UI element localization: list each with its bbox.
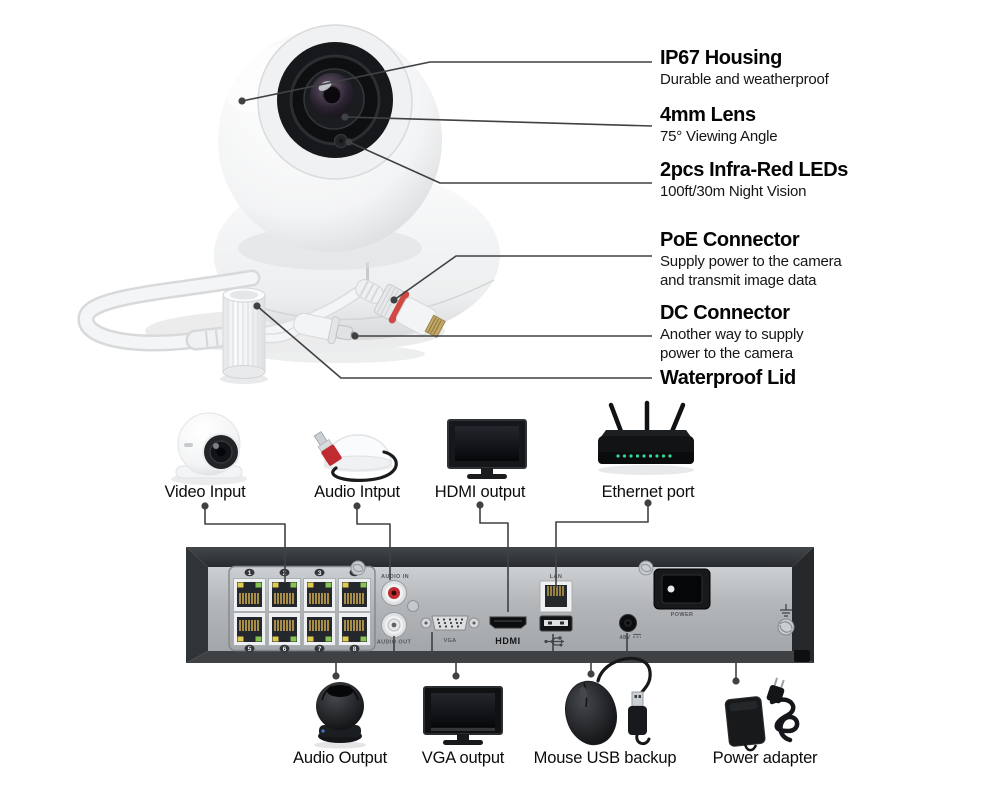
label-audio-input: Audio Intput	[314, 483, 400, 501]
svg-text:5: 5	[248, 646, 252, 653]
nvr-vga-port: VGA	[420, 615, 480, 644]
label-mouse-usb-backup: Mouse USB backup	[533, 749, 677, 767]
callout-title: 2pcs Infra-Red LEDs	[660, 159, 849, 181]
poe-connector	[355, 279, 446, 339]
label-hdmi-output: HDMI output	[434, 483, 526, 501]
callout-title: IP67 Housing	[660, 47, 782, 69]
callout-title: PoE Connector	[660, 229, 800, 251]
callout-ip67-housing: IP67 Housing Durable and weatherproof	[660, 46, 995, 89]
svg-text:1: 1	[248, 570, 252, 577]
poe-red-ring	[388, 290, 410, 324]
svg-text:POWER: POWER	[671, 612, 694, 618]
power-adapter-icon	[724, 677, 800, 752]
ground-terminal	[777, 604, 795, 636]
camera-lens	[257, 24, 413, 180]
svg-text:7: 7	[318, 646, 322, 653]
label-video-input: Video Input	[164, 483, 246, 501]
nvr-foot	[794, 650, 810, 662]
router-antennas	[608, 400, 686, 437]
nvr-power-switch[interactable]: POWER	[653, 568, 711, 618]
vga-monitor-icon	[423, 686, 503, 745]
nvr-usb-port	[539, 615, 573, 647]
svg-text:48V: 48V	[620, 635, 631, 641]
callout-desc: 100ft/30m Night Vision	[660, 183, 807, 200]
router-icon	[598, 400, 694, 475]
router-leds	[616, 454, 672, 458]
callout-title: Waterproof Lid	[660, 367, 796, 389]
callout-title: 4mm Lens	[660, 104, 756, 126]
waterproof-lid	[220, 287, 268, 384]
callout-poe-connector: PoE Connector Supply power to the camera…	[660, 228, 995, 290]
callout-desc: Durable and weatherproof	[660, 71, 829, 88]
svg-text:AUDIO IN: AUDIO IN	[381, 574, 409, 580]
svg-text:HDMI: HDMI	[495, 636, 520, 646]
nvr-hdmi-port: HDMI	[489, 616, 527, 646]
label-power-adapter: Power adapter	[712, 749, 818, 767]
label-vga-output: VGA output	[421, 749, 505, 767]
svg-text:8: 8	[353, 646, 357, 653]
camera-illustration	[77, 24, 500, 384]
rca-plug-red	[321, 444, 342, 466]
camera-callout-lines	[241, 61, 653, 379]
hdmi-monitor-icon	[447, 419, 527, 479]
mouse-usb-icon	[565, 656, 652, 746]
audio-output-icon	[314, 682, 366, 749]
callout-desc: Supply power to the camera	[660, 253, 842, 270]
nvr-audio-in-jack: AUDIO IN	[381, 574, 409, 606]
callout-ir-leds: 2pcs Infra-Red LEDs 100ft/30m Night Visi…	[660, 158, 995, 201]
callout-4mm-lens: 4mm Lens 75° Viewing Angle	[660, 103, 995, 146]
camera-callout-dots	[238, 97, 398, 340]
svg-text:6: 6	[283, 646, 287, 653]
label-audio-output: Audio Output	[293, 749, 387, 767]
svg-text:VGA: VGA	[443, 638, 456, 644]
callout-desc: 75° Viewing Angle	[660, 128, 778, 145]
dc-symbol-icon	[633, 634, 641, 638]
panel-screw	[407, 600, 419, 612]
callout-title: DC Connector	[660, 302, 790, 324]
nvr-callout-lines	[204, 503, 737, 679]
nvr-rear-panel: 1 2 3 4 5 6 7 8 AUDIO IN	[186, 547, 814, 663]
audio-input-icon	[313, 431, 398, 482]
callout-desc: power to the camera	[660, 345, 793, 362]
callout-waterproof-lid: Waterproof Lid	[660, 366, 995, 390]
nvr-callout-dots	[201, 499, 740, 685]
nvr-dc-jack: 48V	[619, 614, 641, 641]
svg-text:3: 3	[318, 570, 322, 577]
callout-dc-connector: DC Connector Another way to supply power…	[660, 301, 995, 363]
callout-desc: and transmit image data	[660, 272, 817, 289]
label-ethernet-port: Ethernet port	[601, 483, 695, 501]
video-input-icon	[171, 412, 247, 485]
usb-icon	[544, 636, 564, 647]
callout-desc: Another way to supply	[660, 326, 804, 343]
